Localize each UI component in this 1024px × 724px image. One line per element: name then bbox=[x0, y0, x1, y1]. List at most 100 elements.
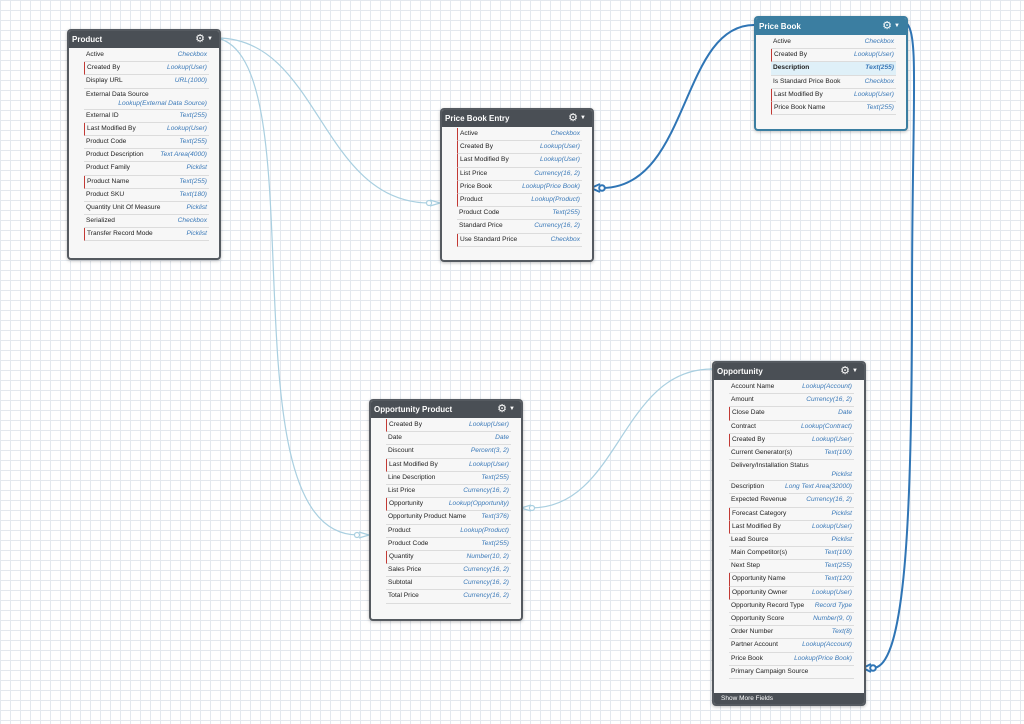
gear-icon[interactable]: ⚙▼ bbox=[840, 365, 858, 377]
gear-icon[interactable]: ⚙▼ bbox=[195, 33, 213, 45]
gear-icon[interactable]: ⚙▼ bbox=[568, 112, 586, 124]
field-row[interactable]: Product Code Text(255) bbox=[84, 136, 209, 150]
field-row[interactable]: Current Generator(s)Text(100) bbox=[729, 447, 854, 461]
field-type: Currency(16, 2) bbox=[806, 496, 852, 504]
object-header[interactable]: Opportunity Product ⚙▼ bbox=[371, 401, 521, 418]
field-type: Text(255) bbox=[179, 137, 207, 145]
connector-product-opportunityproduct bbox=[216, 37, 359, 536]
field-name: Created By bbox=[87, 64, 120, 72]
field-name: Product SKU bbox=[86, 190, 125, 198]
field-name: Discount bbox=[388, 447, 414, 455]
field-row[interactable]: Main Competitor(s)Text(100) bbox=[729, 547, 854, 561]
object-header[interactable]: Opportunity ⚙▼ bbox=[714, 363, 864, 380]
field-type: Date bbox=[495, 434, 509, 442]
field-name: Product Family bbox=[86, 164, 130, 172]
field-type: Picklist bbox=[831, 535, 852, 543]
field-row[interactable]: Primary Campaign Source bbox=[729, 666, 854, 679]
field-type: Currency(16, 2) bbox=[534, 169, 580, 177]
gear-icon[interactable]: ⚙▼ bbox=[497, 403, 515, 415]
object-header[interactable]: Price Book Entry ⚙▼ bbox=[442, 110, 592, 127]
field-type: Record Type bbox=[814, 601, 852, 609]
object-header[interactable]: Product ⚙▼ bbox=[69, 31, 219, 48]
show-more-fields-link[interactable]: Show More Fields bbox=[714, 693, 864, 704]
field-type: Picklist bbox=[831, 509, 852, 517]
object-header[interactable]: Price Book ⚙▼ bbox=[756, 18, 906, 35]
field-name: Product Code bbox=[86, 137, 127, 145]
field-name: Description bbox=[773, 64, 810, 72]
field-name: Product bbox=[388, 526, 411, 534]
field-name: Opportunity Product Name bbox=[388, 513, 467, 521]
field-name: Active bbox=[460, 130, 478, 137]
field-name: Next Step bbox=[731, 562, 760, 570]
gear-icon[interactable]: ⚙▼ bbox=[882, 20, 900, 32]
field-name: Last Modified By bbox=[460, 156, 509, 164]
